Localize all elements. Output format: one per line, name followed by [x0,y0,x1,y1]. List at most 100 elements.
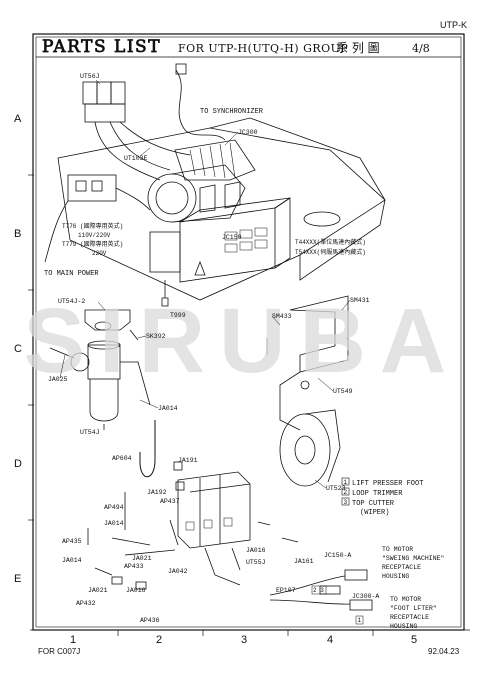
part-ja014-b: JA014 [104,520,124,527]
legend-text-2: LOOP TRIMMER [352,490,403,498]
col-label-4: 4 [327,634,333,646]
note-main-power: TO MAIN POWER [44,270,99,278]
part-ut56j: UT56J [80,73,100,80]
note-receptacle-2: RECEPTACLE [390,614,429,621]
col-label-2: 2 [156,634,162,646]
note-t779-voltage: 220V [92,250,107,257]
note-to-motor-1: TO MOTOR [382,546,413,553]
watermark: SIRUBA [24,290,461,392]
part-ep107: EP107 [276,587,296,594]
note-to-motor-2: TO MOTOR [390,596,421,603]
row-label-c: C [14,343,22,355]
part-ut54j-2: UT54J-2 [58,298,85,305]
part-ut549: UT549 [333,388,353,395]
note-t776-voltage: 110V/220V [78,232,111,239]
column-labels: 1 2 3 4 5 [70,630,417,646]
bracket-ut54j2 [84,309,139,341]
part-ap433: AP433 [124,563,144,570]
page-number: 4/8 [412,42,430,55]
row-label-e: E [14,573,21,585]
part-sk392: SK392 [146,333,166,340]
part-ut54j: UT54J [80,429,100,436]
part-jc300: JC300 [238,129,258,136]
part-ut55j: UT55J [246,559,266,566]
part-ja191: JA191 [178,457,198,464]
legend-num-2: 2 [344,489,348,496]
note-housing-1: HOUSING [382,573,409,580]
col-label-3: 3 [241,634,247,646]
note-t779: T779 (國際專用英式) [62,240,123,248]
note-t44: T44XXX(單位馬達內藏式) [295,238,366,246]
part-ap494: AP494 [104,504,124,511]
part-ja014-c: JA014 [62,557,82,564]
part-ja192: JA192 [147,489,167,496]
row-label-a: A [14,113,22,125]
page-code: UTP-K [440,20,467,30]
bracket-ut549 [266,295,349,431]
legend-sub: (WIPER) [360,509,389,517]
part-ut103e: UT103E [124,155,148,162]
part-jc150-a: JC150-A [324,552,351,559]
row-label-b: B [14,228,21,240]
legend-text-1: LIFT PRESSER FOOT [352,480,423,488]
page-frame [30,33,470,631]
part-ja016-a: JA016 [246,547,266,554]
part-ap432: AP432 [76,600,96,607]
t999-chain [161,280,169,307]
part-ap435: AP435 [62,538,82,545]
air-regulator [49,340,151,430]
note-t54: T54XXX(伺服馬達內藏式) [295,248,366,256]
footer-right: 92.04.23 [428,647,460,656]
col-label-1: 1 [70,634,76,646]
part-t999: T999 [170,312,186,319]
part-ja016-b: JA016 [126,587,146,594]
part-jc150: JC150 [222,234,242,241]
row-labels: A B C D E [14,113,34,585]
control-box [149,197,291,283]
part-ja042: JA042 [168,568,188,575]
function-legend: 1 LIFT PRESSER FOOT 2 LOOP TRIMMER 3 TOP… [341,477,423,517]
power-box [44,174,151,263]
wiper-ut523 [279,409,341,487]
part-ja021-a: JA021 [132,555,152,562]
solenoid-valves [82,81,191,181]
part-ap604: AP604 [112,455,132,462]
note-t776: T776 (國際專用英式) [62,222,123,230]
part-sm433: SM433 [272,313,292,320]
footer-left: FOR C007J [38,647,80,656]
note-sewing: "SWEING MACHINE" [382,555,445,562]
machine-table [57,117,386,301]
part-ap437: AP437 [160,498,180,505]
part-sm431: SM431 [350,297,370,304]
col-label-5: 5 [411,634,417,646]
hose-ap604 [139,420,156,478]
part-ja014-a: JA014 [158,405,178,412]
note-foot: "FOOT LFTER" [390,605,437,612]
part-ut523: UT523 [326,485,346,492]
part-ja025: JA025 [48,376,68,383]
leader-lines [59,79,351,489]
legend-text-3: TOP CUTTER [352,500,395,508]
motor-assembly [147,139,256,223]
legend-num-3: 3 [344,499,348,506]
note-receptacle-1: RECEPTACLE [382,564,421,571]
pneumatic-fittings [87,461,299,590]
page-title-cjk: 系 列 圖 [336,41,380,55]
note-synchronizer: TO SYNCHRONIZER [200,108,264,116]
page-subtitle: FOR UTP-H(UTQ-H) GROUP [178,42,348,55]
cable-harness [269,569,373,611]
part-jc300-a: JC300-A [352,593,379,600]
synchronizer-cable [175,69,226,141]
legend-num-1: 1 [344,479,348,486]
part-tag-23: 2 3 [313,587,324,594]
valve-block [177,471,251,549]
part-ja161: JA161 [294,558,314,565]
page-title: PARTS LIST [42,37,161,57]
part-labels: UT56J UT103E JC300 JC150 T999 UT54J-2 SK… [48,73,379,625]
part-ja021-b: JA021 [88,587,108,594]
note-housing-2: HOUSING [390,623,417,630]
part-tag-1: 1 [358,617,362,624]
row-label-d: D [14,458,22,470]
annotations: TO SYNCHRONIZER TO MAIN POWER T776 (國際專用… [44,108,445,630]
